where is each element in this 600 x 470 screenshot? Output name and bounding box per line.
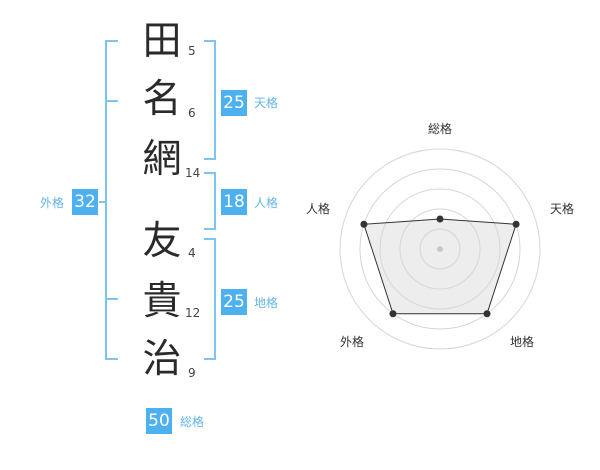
jinkaku-label: 人格 bbox=[254, 196, 279, 210]
name-char-2: 名 bbox=[142, 77, 182, 122]
radar-grid-ring bbox=[399, 208, 481, 290]
chikaku-label: 地格 bbox=[254, 296, 279, 310]
radar-point bbox=[512, 220, 520, 228]
soukaku-value: 50 bbox=[146, 408, 172, 434]
name-char-3: 網 bbox=[142, 137, 182, 182]
radar-point bbox=[436, 215, 444, 223]
radar-label-chikaku: 地格 bbox=[510, 335, 535, 349]
radar-label-gaikaku: 外格 bbox=[340, 335, 365, 349]
tenkaku-value: 25 bbox=[221, 90, 247, 116]
gaikaku-label: 外格 bbox=[40, 196, 65, 210]
name-char-1: 田 bbox=[142, 19, 182, 64]
radar-point bbox=[483, 310, 491, 318]
tenkaku-label: 天格 bbox=[254, 96, 279, 110]
stroke-count-6: 9 bbox=[188, 366, 196, 380]
radar-grid-ring bbox=[359, 168, 521, 330]
stroke-count-4: 4 bbox=[188, 246, 196, 260]
name-char-6: 治 bbox=[142, 337, 182, 382]
stroke-count-5: 12 bbox=[185, 306, 201, 320]
radar-label-tenkaku: 天格 bbox=[550, 202, 575, 216]
radar-label-soukaku: 総格 bbox=[428, 122, 453, 136]
soukaku-label: 総格 bbox=[180, 415, 205, 429]
name-char-5: 貴 bbox=[142, 279, 182, 324]
stroke-count-2: 6 bbox=[188, 106, 196, 120]
gaikaku-value: 32 bbox=[72, 189, 98, 215]
radar-center-dot bbox=[437, 246, 443, 252]
radar-label-jinkaku: 人格 bbox=[306, 202, 331, 216]
name-char-4: 友 bbox=[142, 219, 182, 264]
radar-grid-ring bbox=[419, 228, 461, 270]
radar-point bbox=[389, 310, 397, 318]
stroke-count-1: 5 bbox=[188, 44, 196, 58]
stroke-count-3: 14 bbox=[185, 166, 201, 180]
radar-point bbox=[360, 220, 368, 228]
jinkaku-value: 18 bbox=[221, 189, 247, 215]
chikaku-value: 25 bbox=[221, 289, 247, 315]
radar-area bbox=[363, 218, 517, 315]
radar-grid-ring bbox=[339, 148, 541, 350]
radar-grid-ring bbox=[379, 188, 501, 310]
